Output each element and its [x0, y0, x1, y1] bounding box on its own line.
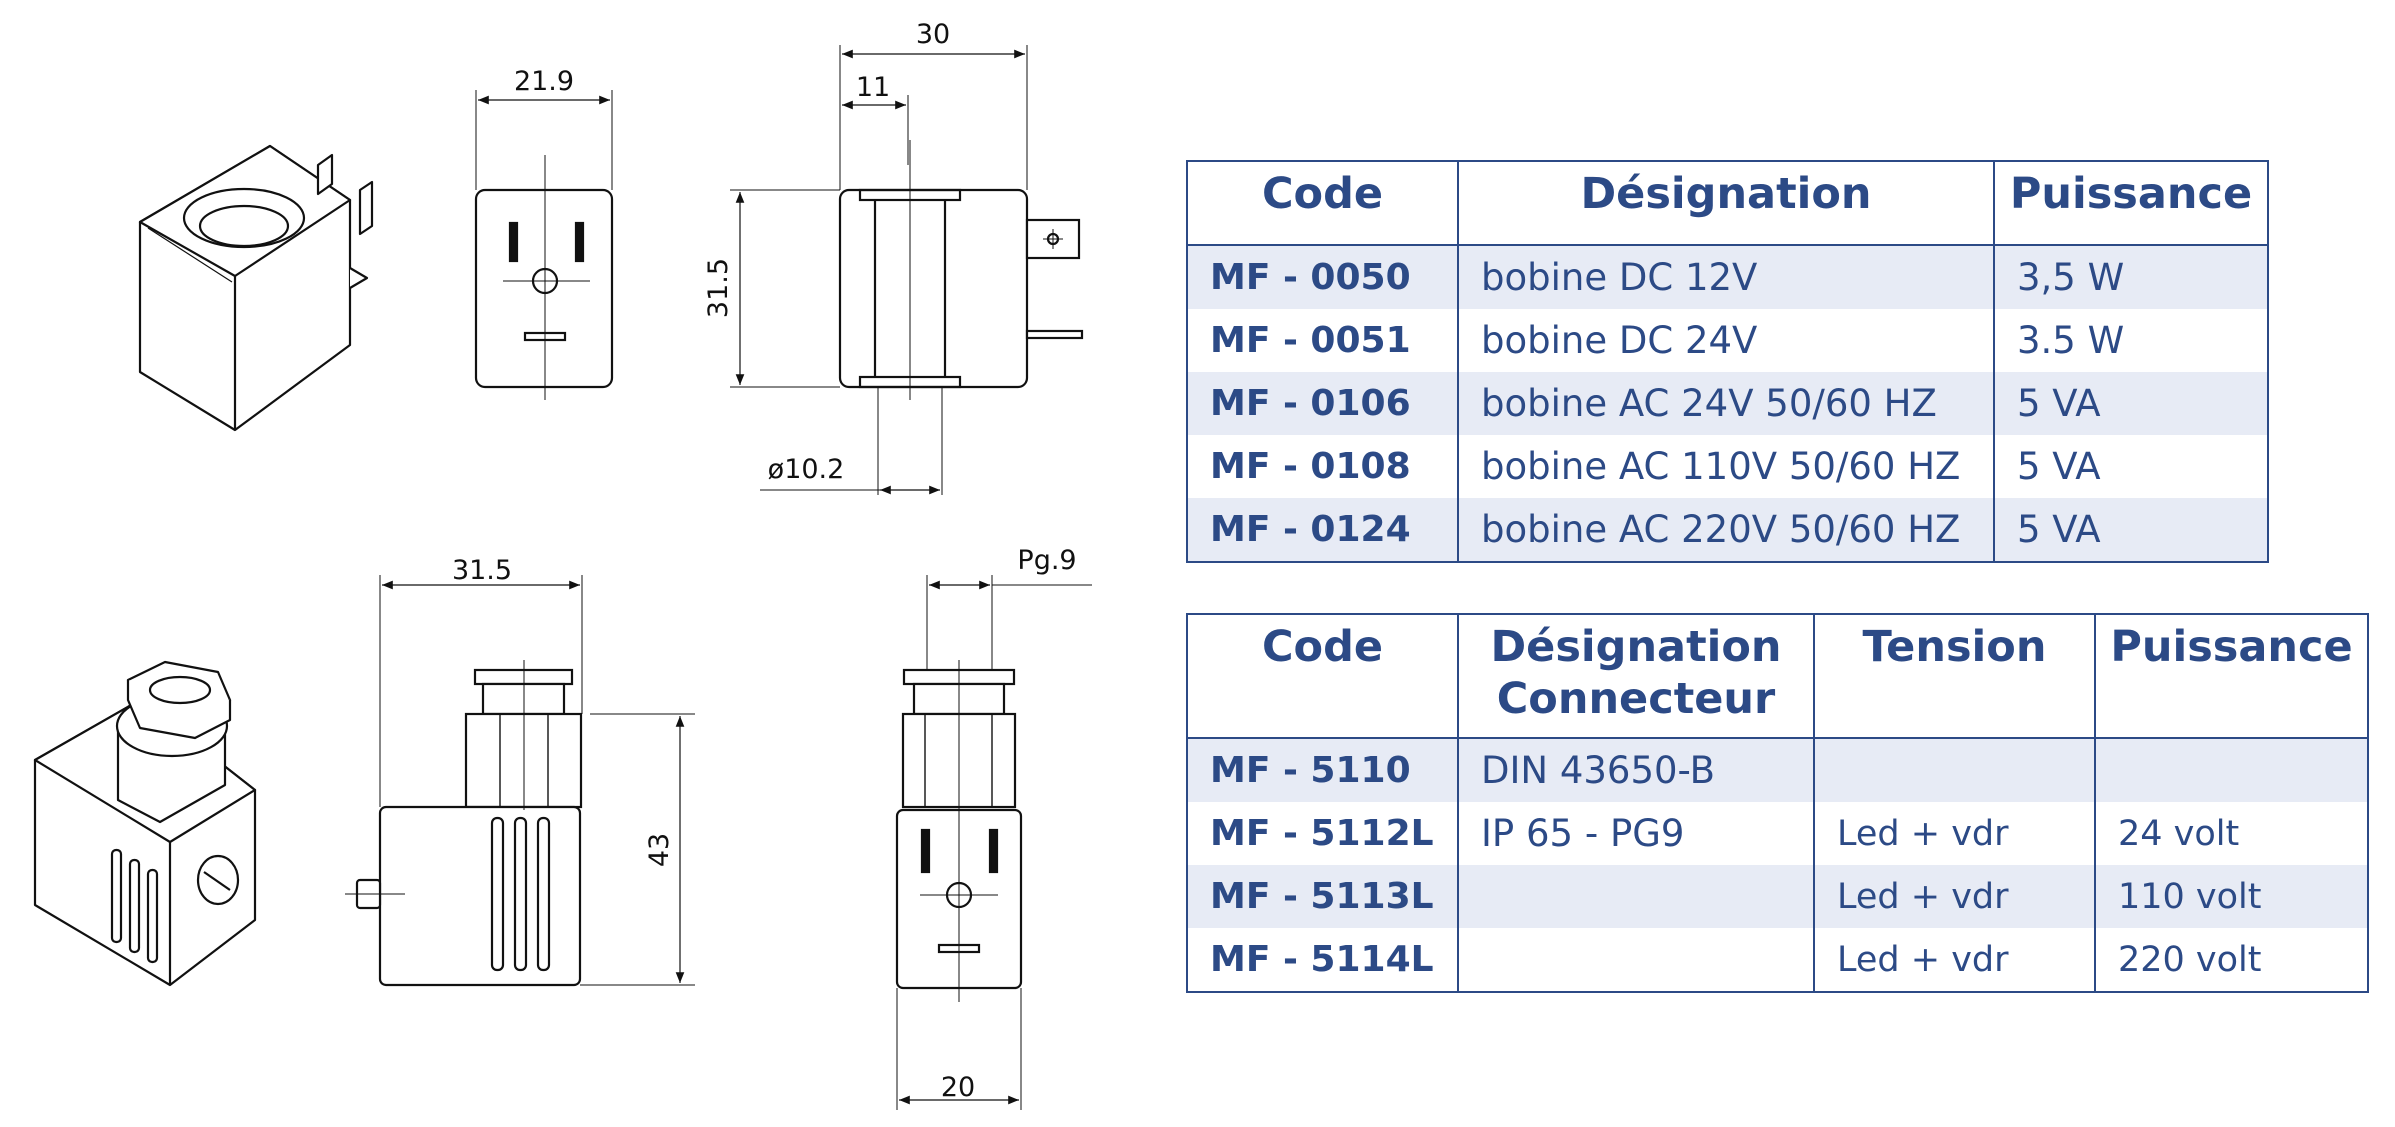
dim-top-offset: 11 — [856, 72, 890, 103]
cell-code: MF - 0108 — [1186, 435, 1459, 498]
dim-conn-height: 43 — [644, 833, 675, 867]
table-row: MF - 5113L Led + vdr 110 volt — [1186, 865, 2369, 928]
header-designation-line1: Désignation — [1490, 622, 1782, 672]
connector-table: Code Désignation Connecteur Tension Puis… — [1186, 613, 2369, 993]
connector-side-drawing — [345, 575, 695, 987]
connector-front-drawing — [895, 575, 1092, 1110]
table-row: MF - 0050 bobine DC 12V 3,5 W — [1186, 245, 2269, 309]
cell-code: MF - 0051 — [1186, 309, 1459, 372]
table-row: MF - 5114L Led + vdr 220 volt — [1186, 928, 2369, 992]
header-designation-connector: Désignation Connecteur — [1457, 614, 1815, 739]
header-voltage: Tension — [1813, 614, 2096, 739]
cell-designation: bobine AC 24V 50/60 HZ — [1457, 372, 1995, 435]
coil-side-drawing — [474, 90, 614, 400]
dim-side-width: 21.9 — [514, 66, 574, 97]
coil-top-drawing — [730, 45, 1084, 495]
cell-code: MF - 0106 — [1186, 372, 1459, 435]
header-power: Puissance — [2094, 614, 2369, 739]
cell-designation — [1457, 865, 1815, 928]
dim-conn-front-width: 20 — [941, 1072, 975, 1103]
table-row: MF - 0124 bobine AC 220V 50/60 HZ 5 VA — [1186, 498, 2269, 562]
cell-power: 5 VA — [1993, 372, 2269, 435]
cell-power: 24 volt — [2094, 802, 2369, 865]
cell-designation: bobine DC 24V — [1457, 309, 1995, 372]
dim-conn-width: 31.5 — [452, 555, 512, 586]
cell-power: 3.5 W — [1993, 309, 2269, 372]
cell-power: 5 VA — [1993, 498, 2269, 562]
cell-voltage: Led + vdr — [1813, 802, 2096, 865]
cell-voltage: Led + vdr — [1813, 865, 2096, 928]
cell-code: MF - 0050 — [1186, 245, 1459, 309]
table-row: MF - 0051 bobine DC 24V 3.5 W — [1186, 309, 2269, 372]
cell-code: MF - 0124 — [1186, 498, 1459, 562]
cell-designation: bobine DC 12V — [1457, 245, 1995, 309]
connector-isometric-drawing — [33, 660, 257, 987]
cell-code: MF - 5112L — [1186, 802, 1459, 865]
header-code: Code — [1186, 614, 1459, 739]
cell-power: 220 volt — [2094, 928, 2369, 992]
coil-isometric-drawing — [138, 144, 374, 432]
cell-power — [2094, 738, 2369, 802]
connector-table-header: Code Désignation Connecteur Tension Puis… — [1186, 614, 2369, 739]
table-row: MF - 5110 DIN 43650-B — [1186, 738, 2369, 802]
table-row: MF - 5112L IP 65 - PG9 Led + vdr 24 volt — [1186, 802, 2369, 865]
table-row: MF - 0106 bobine AC 24V 50/60 HZ 5 VA — [1186, 372, 2269, 435]
table-row: MF - 0108 bobine AC 110V 50/60 HZ 5 VA — [1186, 435, 2269, 498]
cell-code: MF - 5113L — [1186, 865, 1459, 928]
cell-power: 110 volt — [2094, 865, 2369, 928]
cell-designation: bobine AC 110V 50/60 HZ — [1457, 435, 1995, 498]
technical-drawings: 21.9 30 11 31.5 ø10.2 — [33, 19, 1092, 1110]
header-power: Puissance — [1993, 161, 2269, 246]
cell-designation: bobine AC 220V 50/60 HZ — [1457, 498, 1995, 562]
dim-conn-gland: Pg.9 — [1017, 545, 1076, 576]
coil-table-header: Code Désignation Puissance — [1186, 161, 2269, 246]
cell-power: 5 VA — [1993, 435, 2269, 498]
cell-designation — [1457, 928, 1815, 992]
header-designation: Désignation — [1457, 161, 1995, 246]
cell-voltage — [1813, 738, 2096, 802]
dim-top-width: 30 — [916, 19, 950, 50]
coil-table: Code Désignation Puissance MF - 0050 bob… — [1186, 160, 2269, 563]
cell-voltage: Led + vdr — [1813, 928, 2096, 992]
cell-code: MF - 5114L — [1186, 928, 1459, 992]
header-code: Code — [1186, 161, 1459, 246]
cell-designation: IP 65 - PG9 — [1457, 802, 1815, 865]
dim-top-height: 31.5 — [703, 258, 734, 318]
cell-code: MF - 5110 — [1186, 738, 1459, 802]
cell-designation: DIN 43650-B — [1457, 738, 1815, 802]
header-designation-line2: Connecteur — [1496, 674, 1776, 724]
dim-bore: ø10.2 — [768, 454, 845, 485]
cell-power: 3,5 W — [1993, 245, 2269, 309]
